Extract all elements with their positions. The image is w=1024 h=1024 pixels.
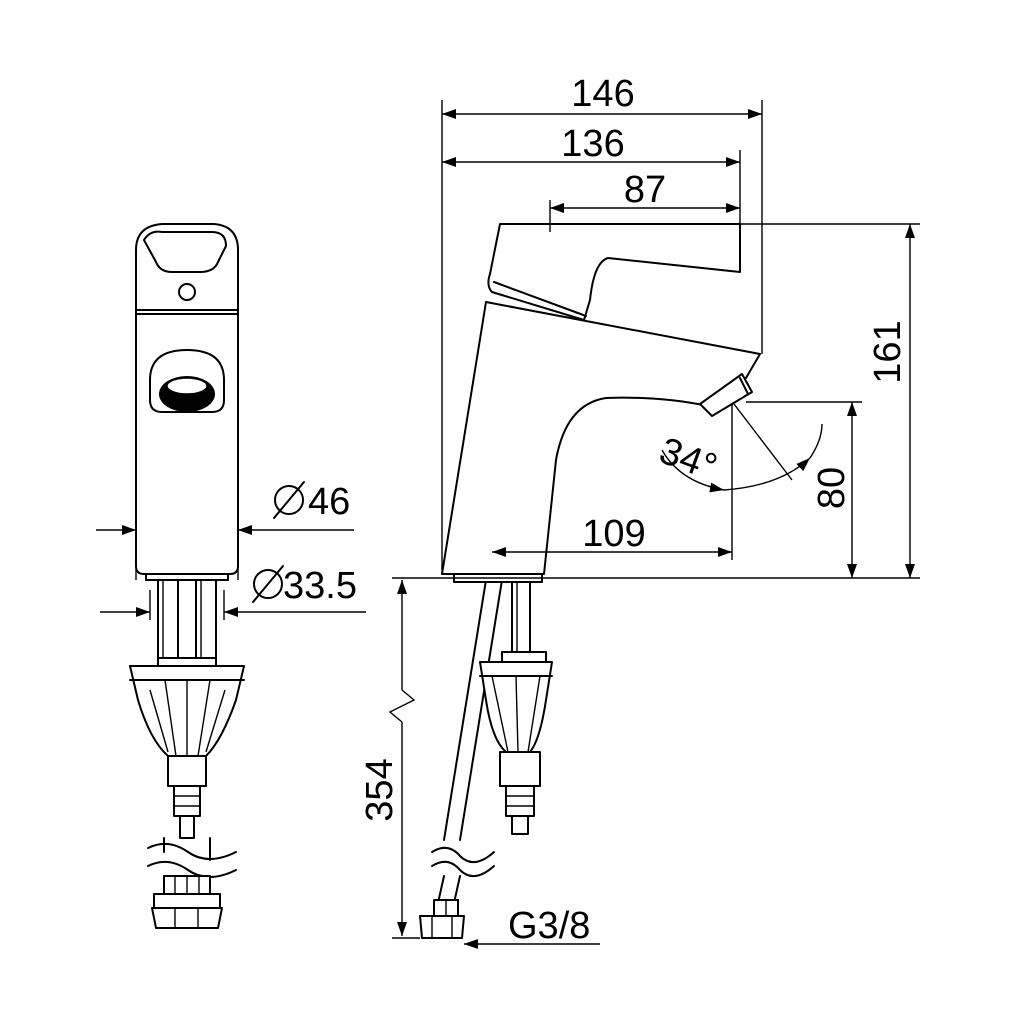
side-view: 146 136 87 161 80 109 [359,73,920,949]
dim-length-354: 354 [359,580,420,939]
dim-label-diameter-33-5: 33.5 [283,565,357,607]
side-connector [419,899,465,939]
dim-label-161: 161 [867,320,909,383]
side-outlet [699,373,753,417]
dim-reach-109: 109 [492,513,732,557]
side-handle [487,223,741,321]
side-mounting-bracket [479,651,553,835]
dim-height-80: 80 [811,402,857,578]
dim-width-146: 146 [442,73,762,119]
dim-width-87: 87 [550,169,740,213]
front-hoses [157,577,217,661]
dim-label-354: 354 [359,758,401,821]
front-handle [135,223,239,311]
dim-label-146: 146 [571,73,634,115]
dim-label-136: 136 [561,123,624,165]
diameter-symbol-icon [252,565,284,603]
dim-label-diameter-46: 46 [308,481,350,523]
front-indicator-dot [178,283,196,301]
dim-angle-34: 34° [654,403,823,493]
front-view: 46 33.5 [96,223,366,929]
diameter-symbol-icon [273,481,305,519]
dim-height-161: 161 [867,224,915,578]
side-break-lines [431,846,495,877]
dim-label-87: 87 [624,169,666,211]
dim-width-136: 136 [442,123,740,167]
front-break-lines [147,837,237,878]
dim-label-109: 109 [582,513,645,555]
dim-diameter-33-5: 33.5 [100,565,366,620]
front-outlet [149,349,225,413]
front-mounting-bracket [129,657,245,839]
dim-diameter-46: 46 [96,481,354,580]
front-connectors [151,875,223,929]
dim-label-g3-8: G3/8 [508,905,590,947]
dim-thread-g3-8: G3/8 [464,905,600,949]
dim-label-34-degrees: 34° [654,430,722,489]
dim-label-80: 80 [811,467,853,509]
